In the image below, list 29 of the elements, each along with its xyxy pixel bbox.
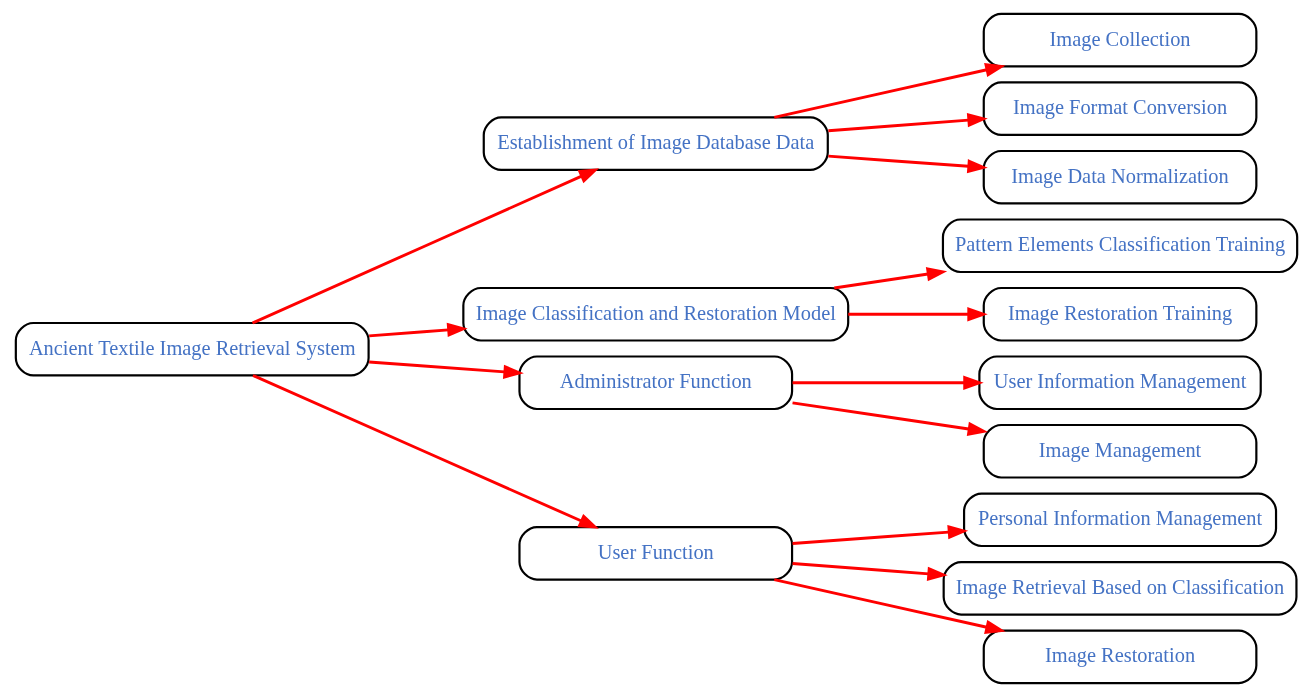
- arrow: [833, 267, 947, 290]
- arrow: [773, 578, 1006, 634]
- node-box: Establishment of Image Database Data: [482, 116, 829, 172]
- node-box: Image Management: [982, 423, 1257, 479]
- arrow: [791, 562, 948, 581]
- node-box: Image Retrieval Based on Classification: [942, 560, 1298, 616]
- node-box: Pattern Elements Classification Training: [941, 218, 1298, 274]
- node-box: Image Restoration: [982, 629, 1257, 685]
- node-box: Ancient Textile Image Retrieval System: [14, 321, 370, 377]
- node-box: Personal Information Management: [962, 492, 1277, 548]
- arrow: [251, 168, 599, 325]
- node-box: Image Format Conversion: [982, 81, 1257, 137]
- node-box: Administrator Function: [517, 355, 793, 411]
- arrow: [773, 63, 1006, 119]
- node-box: Image Restoration Training: [982, 286, 1257, 342]
- arrow: [368, 360, 524, 379]
- arrow: [847, 307, 988, 322]
- arrow: [827, 154, 988, 174]
- arrow: [368, 322, 468, 338]
- node-box: User Information Management: [977, 355, 1262, 411]
- arrow: [791, 525, 968, 545]
- node-box: User Function: [517, 525, 793, 581]
- arrow: [251, 374, 599, 529]
- arrow: [827, 113, 988, 133]
- arrow: [792, 375, 984, 390]
- arrow: [791, 401, 988, 436]
- node-box: Image Collection: [982, 12, 1257, 68]
- node-box: Image Data Normalization: [982, 149, 1257, 205]
- node-box: Image Classification and Restoration Model: [461, 286, 849, 342]
